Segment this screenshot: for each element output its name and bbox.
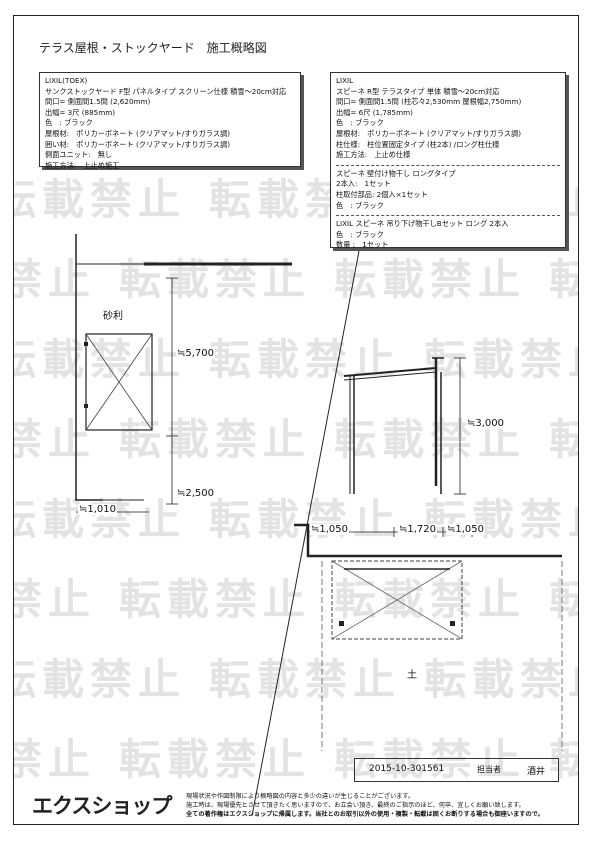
right-spec-line: スピーネ 壁付け物干し ロングタイプ (336, 168, 456, 178)
watermark-text: 転載禁止 (334, 575, 527, 624)
watermark-text: 転載禁止 (209, 655, 402, 704)
watermark-text: 転載禁止 (13, 655, 187, 704)
watermark-text: 転載禁止 (424, 655, 578, 704)
left-spec-line: 屋根材: ポリカーボネート (クリアマット/すりガラス調) (45, 128, 231, 138)
watermark-text: 転載禁止 (549, 566, 578, 627)
watermark-text: 転載禁止 (14, 575, 97, 624)
watermark-text: 転載禁止 (14, 255, 97, 304)
divider (336, 164, 560, 166)
right-spec-line: 色 : ブラック (336, 229, 384, 239)
disclaimer-line: 現場状況や作図制限により概略図の内容と多少の違いが生じることがございます。 (186, 793, 415, 800)
left-spec-line: サンクストックヤード F型 パネルタイプ スクリーン仕様 積雪～20cm対応 (45, 86, 287, 96)
right-spec-box: LIXIL スピーネ R型 テラスタイプ 単体 積雪～20cm対応 間口= 側面… (330, 72, 566, 250)
dimension-3000: ≒3,000 (466, 418, 506, 429)
right-spec-line: スピーネ R型 テラスタイプ 単体 積雪～20cm対応 (336, 86, 500, 96)
person-name: 酒井 (527, 767, 546, 777)
watermark-text: 転載禁止 (13, 495, 187, 544)
dimension-1050-left: ≒1,050 (310, 524, 350, 535)
dimension-1050-right: ≒1,050 (446, 524, 486, 535)
divider (336, 215, 560, 217)
right-spec-line: 施工方法: 上止め仕様 (336, 150, 411, 160)
watermark-text: 転載禁止 (119, 735, 312, 784)
watermark-text: 転載禁止 (549, 246, 578, 307)
page-title: テラス屋根・ストックヤード 施工概略図 (39, 41, 267, 55)
watermark-text: 転載禁止 (209, 495, 402, 544)
watermark-text: 転載禁止 (119, 575, 312, 624)
dimension-1720: ≒1,720 (398, 524, 438, 535)
left-spec-line: LIXIL(TOEX) (45, 76, 88, 85)
watermark-text: 転載禁止 (334, 735, 527, 784)
left-spec-line: 囲い材: ポリカーボネート (クリアマット/すりガラス調) (45, 139, 231, 149)
left-spec-line: 側面ユニット: 無し (45, 150, 113, 160)
footer-info-strip: 2015-10-301561 担当者 酒井 (354, 758, 559, 782)
watermark-text: 転載禁止 (424, 495, 578, 544)
left-spec-box: LIXIL(TOEX) サンクストックヤード F型 パネルタイプ スクリーン仕様… (39, 72, 301, 170)
dimension-2500: ≒2,500 (176, 488, 216, 499)
right-spec-line: LIXIL (336, 76, 354, 85)
right-spec-line: 数量 : 1セット (336, 240, 389, 250)
right-spec-line: 屋根材: ポリカーボネート (クリアマット/すりガラス調) (336, 128, 522, 138)
soil-label: 土 (407, 670, 417, 681)
right-spec-line: 柱取付部品: 2個入×1セット (336, 189, 428, 199)
gravel-label: 砂利 (103, 311, 123, 322)
watermark-text: 転載禁止 (209, 335, 402, 384)
right-spec-line: 色 : ブラック (336, 118, 384, 128)
watermark-text: 転載禁止 (549, 406, 578, 467)
watermark-text: 転載禁止 (14, 735, 97, 784)
document-number: 2015-10-301561 (369, 764, 445, 774)
left-spec-line: 間口= 側面間1.5間 (2,620mm) (45, 97, 151, 107)
left-spec-line: 出幅= 3尺 (885mm) (45, 107, 116, 117)
drawing-sheet: 転載禁止転載禁止転載禁止転載禁止転載禁止転載禁止転載禁止転載禁止転載禁止転載禁止… (13, 15, 579, 825)
watermark-text: 転載禁止 (119, 415, 312, 464)
person-label: 担当者 (477, 765, 501, 774)
drawing-lines (75, 234, 563, 817)
left-spec-line: 施工方法: 上止め施工 (45, 160, 120, 170)
watermark-text: 転載禁止 (334, 255, 527, 304)
dimension-1010: ≒1,010 (78, 504, 118, 515)
watermark-text: 転載禁止 (14, 415, 97, 464)
disclaimer-line: 施工時は、現場優先とさせて頂きたく思いますので、お立会い頂き、最終のご指示のほど… (186, 802, 525, 809)
watermark-text: 転載禁止 (13, 175, 187, 224)
right-spec-line: 出幅= 6尺 (1,785mm) (336, 107, 413, 117)
right-spec-line: 間口= 側面間1.5間 (柱芯々2,530mm 屋根幅2,750mm) (336, 97, 522, 107)
right-spec-line: 柱仕様: 柱位置固定タイプ (柱2本) /ロング柱仕様 (336, 139, 500, 149)
left-spec-line: 色 : ブラック (45, 118, 93, 128)
disclaimer: 現場状況や作図制限により概略図の内容と多少の違いが生じることがございます。 施工… (186, 792, 566, 819)
watermark-text: 転載禁止 (549, 726, 578, 787)
right-spec-line: 2本入: 1セット (336, 179, 391, 189)
watermark-text: 転載禁止 (424, 335, 578, 384)
company-logo: エクスショップ (32, 794, 172, 818)
right-spec-line: 色 : ブラック (336, 200, 384, 210)
dimension-5700: ≒5,700 (176, 348, 216, 359)
right-spec-line: LIXIL スピーネ 吊り下げ物干しBセット ロング 2本入 (336, 219, 509, 229)
disclaimer-line: 全ての著作権はエクスショップに帰属します。当社とのお取引以外の使用・複製・転載は… (186, 811, 544, 818)
